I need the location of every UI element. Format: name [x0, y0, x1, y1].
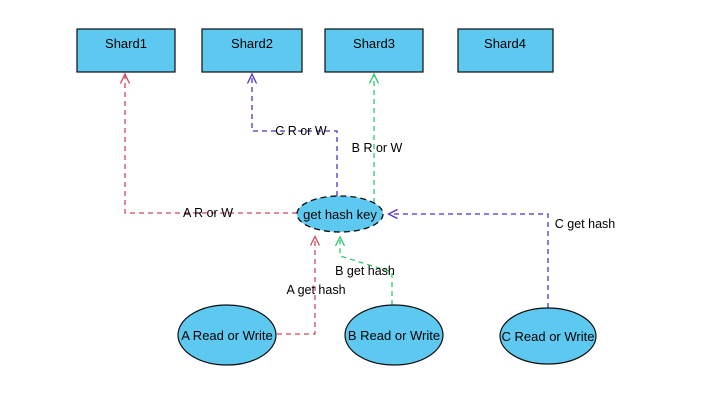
- shard4-box: [457, 28, 554, 73]
- node-shard2: Shard2: [201, 28, 303, 73]
- arrowhead-up-shard2: [246, 72, 258, 84]
- flow-c-get-hash-label: C get hash: [555, 217, 616, 231]
- shard3-box: [324, 28, 424, 73]
- flow-c-read-write-label: C R or W: [275, 124, 327, 138]
- flow-a-get-hash-line: [277, 240, 316, 335]
- shard3-label: Shard3: [353, 36, 395, 51]
- client-c-label: C Read or Write: [502, 329, 595, 344]
- get-hash-key-ellipse: [296, 195, 384, 233]
- flow-b-read-write: B R or W: [352, 72, 403, 203]
- node-shard4: Shard4: [457, 28, 554, 73]
- flow-a-get-hash: A get hash: [277, 235, 346, 335]
- shard-nodes: Shard1 Shard2 Shard3 Shard4: [76, 28, 554, 73]
- flow-b-read-write-label: B R or W: [352, 141, 403, 155]
- flow-a-read-write: A R or W: [119, 72, 297, 220]
- flow-c-get-hash-line: [391, 213, 549, 308]
- flow-c-get-hash: C get hash: [387, 208, 616, 308]
- arrowhead-up-hub-a: [309, 235, 321, 246]
- node-client-c: C Read or Write: [499, 307, 597, 365]
- flow-b-get-hash-label: B get hash: [335, 264, 395, 278]
- shard2-box: [201, 28, 303, 73]
- flow-a-get-hash-label: A get hash: [286, 283, 345, 297]
- shard4-label: Shard4: [484, 36, 526, 51]
- flow-b-get-hash: B get hash: [334, 235, 395, 305]
- arrowhead-up-shard3: [368, 72, 380, 84]
- shard1-label: Shard1: [105, 36, 147, 51]
- client-c-ellipse: [499, 307, 597, 365]
- client-a-label: A Read or Write: [181, 328, 273, 343]
- node-get-hash-key: get hash key: [296, 195, 384, 233]
- client-a-ellipse: [177, 304, 277, 366]
- node-client-a: A Read or Write: [177, 304, 277, 366]
- get-hash-key-label: get hash key: [303, 207, 377, 222]
- flow-a-read-write-line: [124, 76, 297, 214]
- flow-c-read-write: C R or W: [246, 72, 338, 196]
- node-client-b: B Read or Write: [344, 304, 444, 366]
- flow-a-read-write-label: A R or W: [183, 206, 233, 220]
- node-shard1: Shard1: [76, 28, 176, 73]
- client-nodes: A Read or Write B Read or Write C Read o…: [177, 304, 597, 366]
- arrowhead-up-hub-b: [334, 235, 346, 247]
- shard1-box: [76, 28, 176, 73]
- client-b-label: B Read or Write: [348, 328, 440, 343]
- shard2-label: Shard2: [231, 36, 273, 51]
- arrowhead-up-shard1: [119, 72, 131, 84]
- arrowhead-left-hub-c: [387, 208, 398, 220]
- node-shard3: Shard3: [324, 28, 424, 73]
- client-b-ellipse: [344, 304, 444, 366]
